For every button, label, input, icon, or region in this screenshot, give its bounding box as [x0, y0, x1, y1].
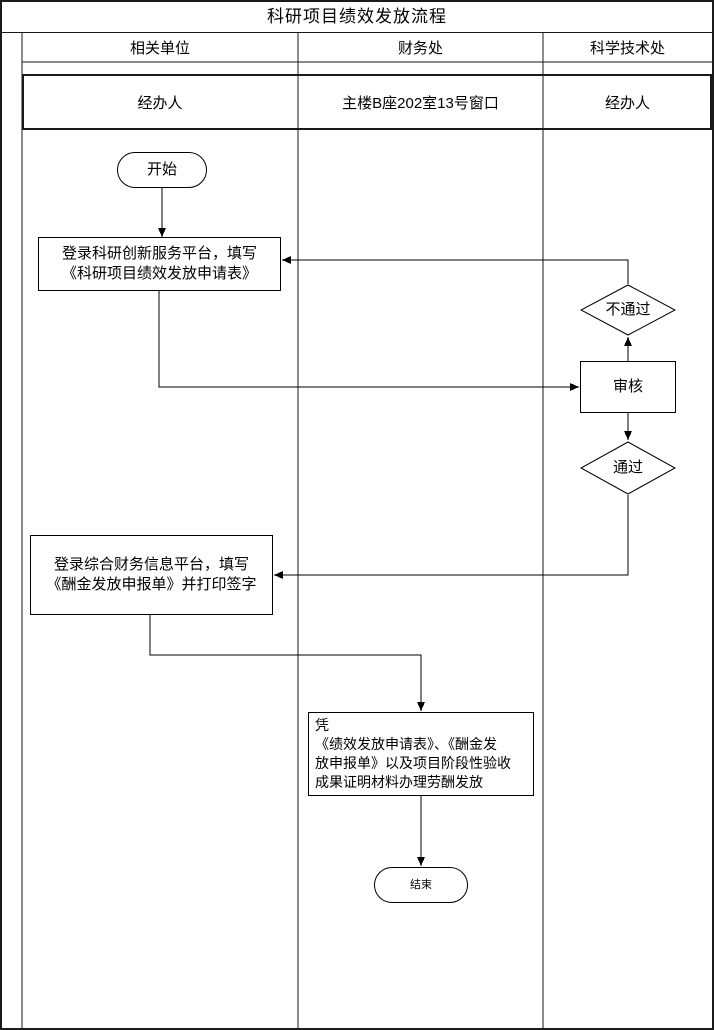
lane-subheader-handler-1: 经办人	[137, 94, 183, 112]
node-payment-line-4: 成果证明材料办理劳酬发放	[315, 774, 483, 790]
node-finance-line-2: 《酬金发放申报单》并打印签字	[46, 576, 257, 593]
node-end-label: 结束	[410, 879, 432, 891]
flow-arrows	[149, 188, 632, 866]
lane-header-finance-office: 财务处	[397, 40, 443, 57]
node-apply-line-1: 登录科研创新服务平台，填写	[61, 245, 257, 262]
diamond-shape	[580, 284, 676, 336]
node-decision-pass: 通过	[580, 441, 676, 495]
page-title: 科研项目绩效发放流程	[2, 2, 712, 33]
diamond-shape	[580, 441, 676, 495]
lane-header-science-tech-office: 科学技术处	[589, 40, 665, 57]
node-payment-processing: 凭 《绩效发放申请表》、《酬金发 放申报单》以及项目阶段性验收 成果证明材料办理…	[308, 712, 534, 796]
node-end: 结束	[374, 867, 468, 903]
lane-subheader-handler-2: 经办人	[604, 94, 650, 112]
node-review-label: 审核	[612, 378, 643, 395]
arrow-apply-to-review	[158, 291, 579, 391]
node-fail-label: 不通过	[605, 301, 651, 318]
arrow-pass-to-finance-form	[274, 495, 629, 579]
node-apply-line-2: 《科研项目绩效发放申请表》	[61, 265, 257, 282]
node-payment-line-2: 《绩效发放申请表》、《酬金发	[315, 736, 497, 752]
arrow-finance-form-to-payment	[149, 615, 425, 711]
node-start-label: 开始	[146, 161, 177, 178]
node-finance-line-1: 登录综合财务信息平台，填写	[53, 556, 249, 573]
node-decision-fail: 不通过	[580, 284, 676, 336]
node-payment-line-1: 凭	[315, 717, 329, 733]
node-payment-line-3: 放申报单》以及项目阶段性验收	[315, 755, 511, 771]
lane-subheader-window: 主楼B座202室13号窗口	[342, 94, 499, 112]
arrow-fail-to-apply	[282, 256, 629, 284]
node-finance-form: 登录综合财务信息平台，填写 《酬金发放申报单》并打印签字	[30, 535, 273, 615]
lane-header-related-units: 相关单位	[129, 40, 190, 57]
node-pass-label: 通过	[612, 459, 643, 476]
node-start: 开始	[117, 152, 207, 188]
swimlane-lines	[21, 33, 712, 1028]
node-review: 审核	[580, 361, 676, 413]
node-apply-form: 登录科研创新服务平台，填写 《科研项目绩效发放申请表》	[38, 237, 281, 291]
subheader-bold-box	[22, 74, 712, 130]
